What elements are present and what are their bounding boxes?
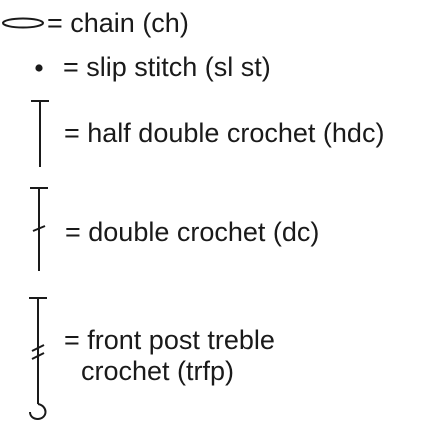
chain-symbol-icon [0,0,60,44]
legend-label-double-crochet: = double crochet (dc) [65,217,320,247]
legend-label-half-double-crochet: = half double crochet (hdc) [64,118,385,148]
legend-row-slip-stitch: = slip stitch (sl st) [0,44,445,88]
legend-row-double-crochet: = double crochet (dc) [0,183,445,275]
legend-row-front-post-treble-crochet: = front post treble crochet (trfp) [0,292,445,426]
legend-row-half-double-crochet: = half double crochet (hdc) [0,94,445,174]
double-crochet-symbol-icon [0,183,60,275]
half-double-crochet-symbol-icon [0,94,60,174]
legend-label-line-2: crochet (trfp) [81,356,235,386]
legend-label-slip-stitch: = slip stitch (sl st) [63,52,271,82]
legend-label-front-post-treble-crochet: = front post treble crochet (trfp) [64,325,275,387]
legend-label-line-1: = front post treble [64,325,275,355]
slip-stitch-symbol-icon [0,44,60,88]
front-post-treble-crochet-symbol-icon [0,292,60,426]
legend-row-chain: = chain (ch) [0,0,445,44]
legend-label-chain: = chain (ch) [47,8,189,38]
